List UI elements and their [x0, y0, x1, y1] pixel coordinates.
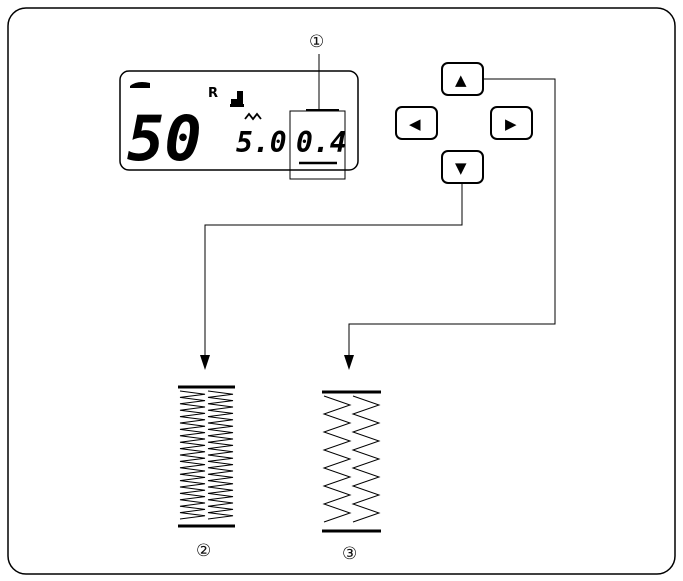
- left-arrow-icon: ◀: [409, 115, 421, 133]
- callout-2: ②: [196, 541, 211, 561]
- lcd-stitch-length: 0.4: [296, 126, 347, 159]
- right-arrow-key[interactable]: ▶: [491, 107, 532, 139]
- up-arrow-icon: ▲: [455, 71, 467, 89]
- down-arrow-key[interactable]: ▼: [442, 151, 483, 183]
- up-arrow-key[interactable]: ▲: [442, 63, 483, 95]
- down-arrow-icon: ▼: [455, 159, 467, 177]
- lcd-pattern-number: 50: [127, 102, 202, 175]
- callout-3: ③: [342, 544, 357, 564]
- callout-1: ①: [309, 32, 324, 52]
- lcd-display: 50 R 5.0 0.4: [120, 71, 358, 179]
- right-arrow-icon: ▶: [505, 115, 517, 133]
- left-arrow-key[interactable]: ◀: [396, 107, 437, 139]
- lcd-mirror-indicator: R: [208, 86, 218, 101]
- lcd-stitch-width: 5.0: [236, 126, 287, 159]
